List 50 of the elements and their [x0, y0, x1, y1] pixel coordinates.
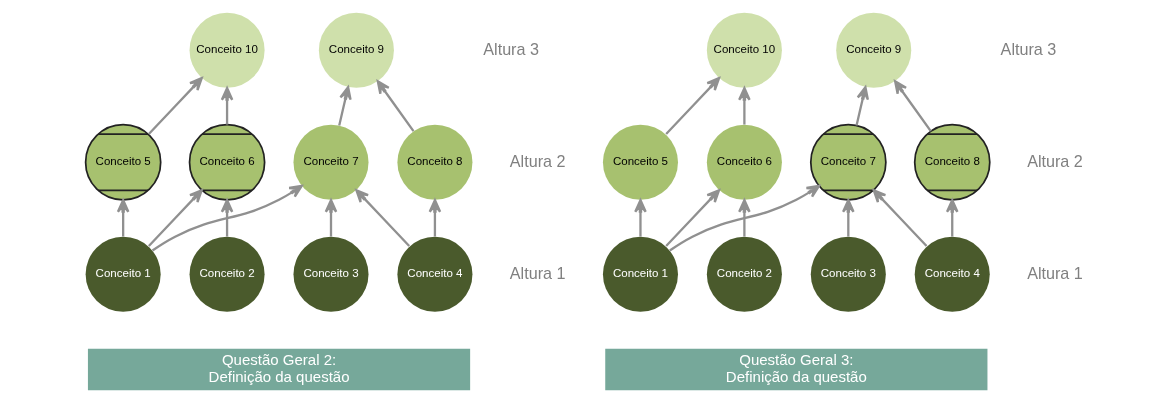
label: Altura 3: [1000, 39, 1056, 58]
arrow: [151, 184, 303, 252]
arrow: [337, 86, 352, 126]
node-circle: Conceito 1: [602, 236, 678, 312]
node-circle: Conceito 9: [318, 12, 394, 88]
arrow: [737, 199, 751, 237]
node-circle: Conceito 3: [292, 236, 369, 312]
arrow: [872, 189, 927, 247]
node-circle: Conceito 1: [85, 236, 161, 312]
node-circle: Conceito 6: [188, 123, 265, 201]
arrow: [376, 80, 414, 132]
arrow: [220, 86, 233, 125]
arrow: [147, 77, 203, 135]
arrow: [841, 199, 855, 237]
arrow: [737, 86, 751, 125]
label: Altura 1: [509, 263, 566, 282]
node-circle: Conceito 9: [835, 12, 911, 88]
node-box: Questão Geral 2: Definição da questão: [87, 348, 470, 391]
arrow: [668, 184, 820, 252]
node-circle: Conceito 7: [292, 124, 369, 200]
arrow: [854, 86, 869, 126]
arrow: [428, 199, 441, 237]
node-circle: Conceito 6: [706, 124, 782, 200]
node-circle: Conceito 3: [810, 236, 886, 312]
arrow: [220, 199, 233, 237]
node-circle: Conceito 2: [189, 236, 265, 312]
label: Altura 1: [1026, 263, 1083, 282]
arrow: [324, 199, 337, 237]
arrow: [945, 199, 959, 237]
arrow: [664, 189, 720, 247]
arrow: [633, 199, 647, 237]
label: Altura 2: [1026, 151, 1083, 170]
label: Altura 3: [482, 39, 539, 58]
node-circle: Conceito 5: [602, 124, 678, 200]
arrow: [664, 77, 720, 135]
node-circle: Conceito 7: [809, 123, 887, 201]
node-circle: Conceito 2: [706, 236, 782, 312]
node-circle: Conceito 4: [396, 236, 472, 312]
arrow: [354, 189, 410, 247]
node-circle: Conceito 8: [913, 123, 991, 201]
node-circle: Conceito 4: [914, 236, 990, 312]
node-circle: Conceito 8: [396, 124, 472, 200]
arrow: [116, 199, 129, 237]
node-circle: Conceito 10: [189, 12, 265, 88]
arrow: [147, 189, 203, 247]
arrow: [893, 80, 932, 132]
label: Altura 2: [509, 151, 566, 170]
node-circle: Conceito 10: [706, 12, 782, 88]
node-circle: Conceito 5: [84, 123, 162, 201]
node-box: Questão Geral 3: Definição da questão: [604, 348, 987, 391]
